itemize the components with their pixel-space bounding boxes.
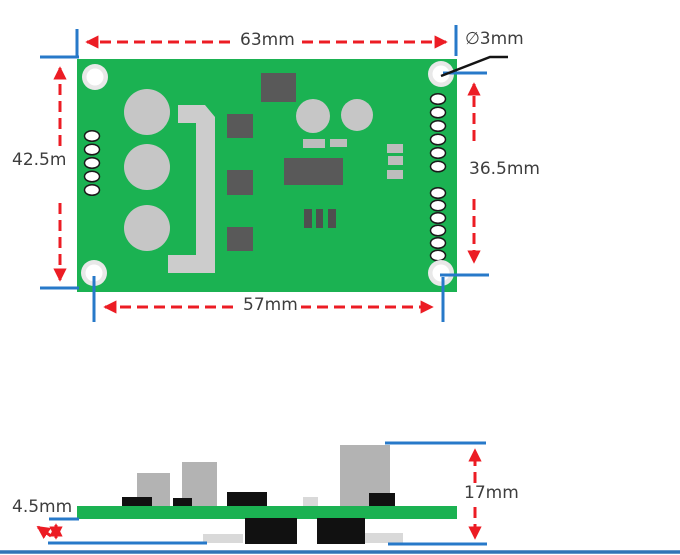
dim-label-height-right: 36.5mm <box>466 160 543 179</box>
through-hole-pad <box>429 106 447 119</box>
through-hole-pad <box>429 160 447 173</box>
component-square <box>227 114 253 138</box>
left-pad-column <box>83 129 101 197</box>
through-hole-pad <box>429 224 447 237</box>
capacitor-circle-small <box>296 99 330 133</box>
pin-bar <box>328 209 336 228</box>
pin-bar <box>316 209 323 228</box>
component-square <box>227 170 253 195</box>
through-hole-pad <box>429 92 447 106</box>
smd-pad <box>387 170 403 179</box>
mounting-holes <box>81 61 454 286</box>
dim-label-width-top: 63mm <box>237 31 298 50</box>
mounting-hole <box>432 264 450 282</box>
component-block <box>261 73 296 102</box>
through-hole-pad <box>429 199 447 212</box>
through-hole-pad <box>429 236 447 250</box>
through-hole-pad <box>429 211 447 225</box>
capacitor-circle-small <box>341 99 373 131</box>
through-hole-pad <box>83 129 101 143</box>
side-component-lightgray <box>203 534 243 543</box>
smd-pad <box>303 139 325 148</box>
dim-label-width-bottom: 57mm <box>240 296 301 315</box>
extension-lines <box>40 25 489 546</box>
side-component-lightgray <box>303 497 318 506</box>
right-pad-column-top <box>429 92 447 173</box>
dim-4_5mm-leader <box>36 525 52 539</box>
dimension-lines <box>36 35 482 540</box>
smd-pad <box>387 144 403 153</box>
through-hole-pad <box>83 156 101 170</box>
side-component-black <box>245 518 297 544</box>
bracket-outline-shape <box>168 105 215 273</box>
pcb-board-side <box>77 506 457 519</box>
dim-label-hole-diameter: ∅3mm <box>462 30 527 49</box>
component-square <box>227 227 253 251</box>
side-component-black <box>122 497 152 506</box>
pcb-top-view <box>77 59 457 292</box>
capacitor-circle <box>124 89 170 135</box>
smd-pad <box>330 139 347 147</box>
capacitor-circle <box>124 144 170 190</box>
smd-pad <box>388 156 403 165</box>
ic-chip <box>284 158 343 185</box>
mounting-hole <box>85 264 103 282</box>
through-hole-pad <box>429 146 447 160</box>
dim-label-total-height: 17mm <box>461 484 522 503</box>
diameter-leader-line <box>440 55 508 78</box>
through-hole-pad <box>83 183 101 197</box>
through-hole-pad <box>429 133 447 146</box>
side-component-lightgray <box>365 533 403 543</box>
through-hole-pad <box>83 143 101 156</box>
capacitor-circle <box>124 205 170 251</box>
dim-label-clearance: 4.5mm <box>9 498 76 517</box>
pcb-side-view <box>77 445 457 544</box>
through-hole-pad <box>83 170 101 183</box>
side-component-black <box>173 498 192 506</box>
side-component-black <box>369 493 395 506</box>
side-component-black <box>227 492 267 506</box>
pin-bar <box>304 209 312 228</box>
mounting-hole <box>86 68 104 86</box>
right-pad-column-bottom <box>429 186 447 262</box>
through-hole-pad <box>429 186 447 200</box>
side-component-black <box>317 518 365 544</box>
through-hole-pad <box>429 249 447 262</box>
mounting-hole <box>432 65 450 83</box>
dim-label-height-left: 42.5m <box>9 151 70 170</box>
through-hole-pad <box>429 119 447 133</box>
